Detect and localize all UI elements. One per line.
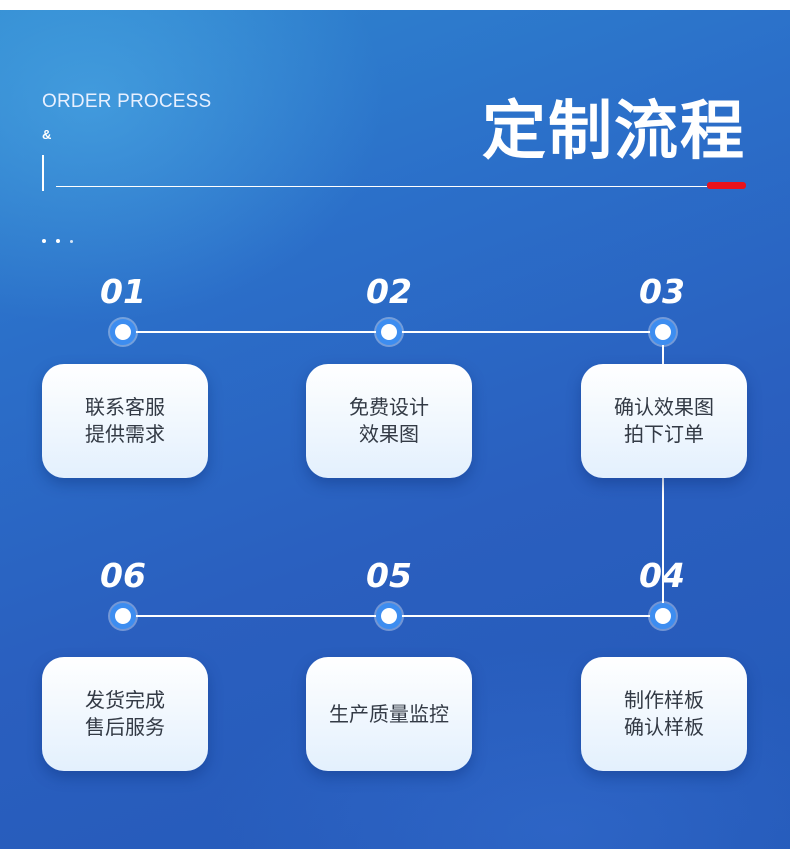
step-card-05: 生产质量监控 xyxy=(306,657,472,771)
step-number-06: 06 xyxy=(100,556,146,595)
step-card-03-line2: 拍下订单 xyxy=(624,422,704,446)
step-card-04-line1: 制作样板 xyxy=(624,688,704,712)
step-card-06-line1: 发货完成 xyxy=(85,688,165,712)
step-card-06-line2: 售后服务 xyxy=(85,715,165,739)
step-card-01: 联系客服 提供需求 xyxy=(42,364,208,478)
red-accent-bar xyxy=(707,182,746,189)
page-title: 定制流程 xyxy=(482,95,746,169)
step-card-01-line1: 联系客服 xyxy=(85,395,165,419)
step-card-02-line1: 免费设计 xyxy=(349,395,429,419)
vertical-accent-bar xyxy=(42,155,44,191)
decorative-dots xyxy=(42,228,83,247)
step-node-02 xyxy=(376,319,402,345)
process-diagram: ORDER PROCESS & 定制流程 01 02 03 联系客服 提供需求 … xyxy=(0,10,790,849)
step-card-01-line2: 提供需求 xyxy=(85,422,165,446)
step-number-02: 02 xyxy=(366,272,412,311)
step-card-03: 确认效果图 拍下订单 xyxy=(581,364,747,478)
english-title: ORDER PROCESS xyxy=(42,91,212,112)
step-node-06 xyxy=(110,603,136,629)
step-number-01: 01 xyxy=(100,272,146,311)
step-card-03-line1: 确认效果图 xyxy=(614,395,714,419)
ampersand-mark: & xyxy=(42,127,52,142)
step-card-05-line1: 生产质量监控 xyxy=(329,701,449,726)
step-number-03: 03 xyxy=(639,272,685,311)
step-number-05: 05 xyxy=(366,556,412,595)
step-card-02-line2: 效果图 xyxy=(359,422,419,446)
step-number-04: 04 xyxy=(639,556,685,595)
step-card-06: 发货完成 售后服务 xyxy=(42,657,208,771)
step-card-04: 制作样板 确认样板 xyxy=(581,657,747,771)
step-node-05 xyxy=(376,603,402,629)
step-node-03 xyxy=(650,319,676,345)
title-divider xyxy=(56,186,707,187)
step-node-01 xyxy=(110,319,136,345)
step-card-02: 免费设计 效果图 xyxy=(306,364,472,478)
step-node-04 xyxy=(650,603,676,629)
step-card-04-line2: 确认样板 xyxy=(624,715,704,739)
